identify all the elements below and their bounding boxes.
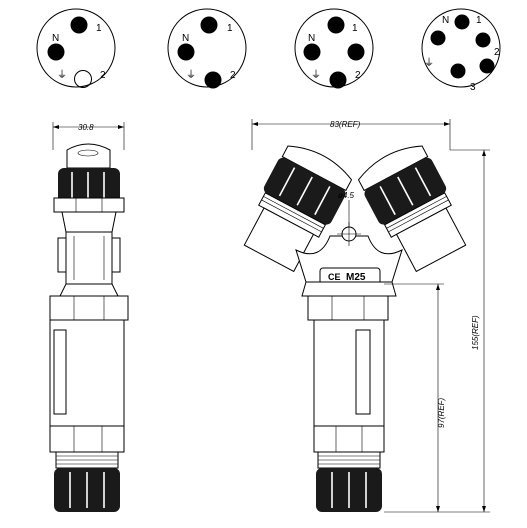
left-arm (243, 145, 353, 273)
pin-label-1: 1 (476, 15, 482, 26)
pinout-outline (167, 8, 247, 88)
ce-mark: CE (328, 272, 341, 282)
front-hex-bottom (313, 425, 385, 453)
pin-bottom (450, 63, 466, 79)
pin-label-2: 2 (355, 70, 361, 81)
front-view: 83(REF) (243, 119, 490, 513)
pin-lower-right (479, 58, 495, 74)
pin-top (454, 14, 470, 30)
pin-label-2: 2 (100, 70, 106, 81)
pinout-outline (36, 8, 116, 88)
pin-2 (329, 71, 347, 89)
side-hex-nut-top (53, 197, 125, 213)
right-arm (357, 145, 467, 273)
pin-label-n: N (52, 33, 59, 44)
earth-icon: ⏚ (186, 69, 196, 81)
front-label-window (355, 329, 371, 415)
earth-icon: ⏚ (424, 57, 434, 69)
front-hex-body (307, 295, 389, 321)
pin-label-n: N (442, 15, 449, 26)
size-marking: M25 (346, 272, 366, 283)
side-hex-body (49, 295, 129, 321)
side-neck (65, 231, 113, 285)
front-width-label: 83(REF) (330, 120, 361, 129)
pinout-outline (421, 8, 501, 88)
earth-icon: ⏚ (311, 69, 321, 81)
front-main-body (313, 319, 385, 427)
pin-label-1: 1 (352, 23, 358, 34)
hole-diameter-label: ø4.5 (338, 191, 355, 200)
pin-n (303, 43, 321, 61)
pin-label-3: 3 (470, 82, 476, 93)
pin-label-1: 1 (96, 23, 102, 34)
pin-1 (327, 16, 345, 34)
pin-n (177, 43, 195, 61)
body-length-label: 97(REF) (437, 397, 446, 428)
pinout-3pin: 1 N ⏚ 2 (36, 8, 116, 88)
pin-2 (74, 70, 92, 88)
pin-2 (204, 71, 222, 89)
pinout-5pin: N 1 2 ⏚ 3 (421, 8, 501, 93)
pin-label-n: N (182, 33, 189, 44)
pin-1 (70, 16, 88, 34)
pin-label-2: 2 (230, 70, 236, 81)
earth-icon: ⏚ (57, 69, 67, 81)
pin-label-1: 1 (227, 23, 233, 34)
side-width-label: 30.8 (78, 123, 94, 132)
pin-label-n: N (308, 33, 315, 44)
pin-extra (347, 43, 365, 61)
pinout-4pin-b: 1 N ⏚ 2 (294, 8, 374, 89)
pin-right (475, 32, 491, 48)
pin-1 (200, 16, 218, 34)
pin-left (430, 30, 446, 46)
pin-n (47, 43, 65, 61)
pinout-4pin-a: 1 N ⏚ 2 (167, 8, 247, 89)
side-label-window (53, 329, 67, 415)
side-hex-bottom (49, 425, 125, 453)
side-view: 30.8 (49, 122, 129, 512)
total-length-label: 155(REF) (471, 315, 480, 350)
pin-label-2: 2 (494, 47, 500, 58)
